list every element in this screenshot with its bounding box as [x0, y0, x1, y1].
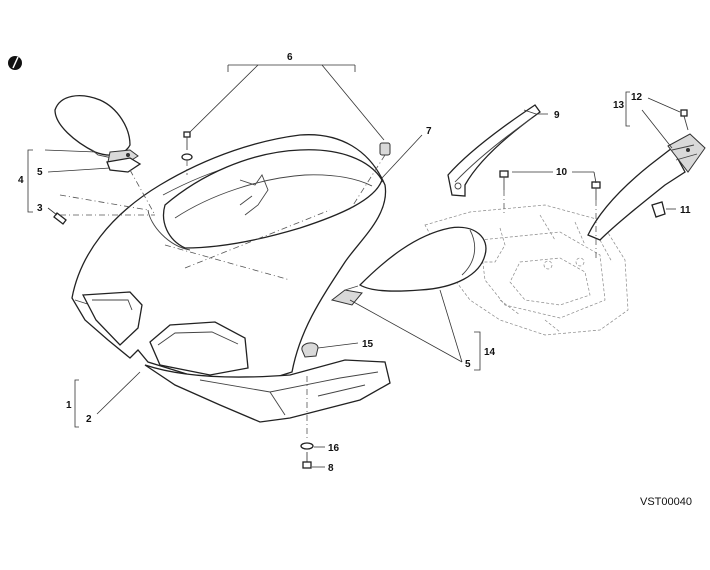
- callout-10: 10: [556, 167, 568, 178]
- fairing-air-intake-right: [149, 321, 249, 376]
- washer-16: [300, 442, 314, 450]
- callout-14: 14: [484, 347, 496, 358]
- leader-lines: [27, 64, 681, 468]
- screw-8: [302, 452, 312, 469]
- callout-16: 16: [328, 443, 340, 454]
- side-trim-bracket: [447, 104, 541, 197]
- air-duct-arm: [587, 133, 706, 241]
- fairing-air-intake-left: [81, 291, 143, 346]
- screw-10-left: [499, 170, 509, 190]
- screw-3: [53, 212, 67, 225]
- callout-6: 6: [287, 52, 293, 63]
- right-rear-view-mirror: [330, 226, 487, 306]
- callout-12: 12: [631, 92, 643, 103]
- screw-6: [181, 131, 193, 161]
- callout-9: 9: [554, 110, 560, 121]
- nut-6: [379, 142, 391, 156]
- callout-1: 1: [66, 400, 72, 411]
- screw-12: [680, 109, 689, 131]
- callout-7: 7: [426, 126, 432, 137]
- callout-3: 3: [37, 203, 43, 214]
- left-rear-view-mirror: [54, 95, 142, 173]
- callout-5-left: 5: [37, 167, 43, 178]
- assembly-lines: [59, 154, 597, 440]
- screw-10-right: [591, 181, 601, 200]
- callout-15: 15: [362, 339, 374, 350]
- fairing-bracket-frame: [424, 204, 629, 336]
- drawing-code: VST00040: [640, 496, 692, 508]
- windscreen: [162, 149, 383, 281]
- callout-4: 4: [18, 175, 24, 186]
- clip-11: [651, 201, 666, 218]
- callout-11: 11: [680, 205, 691, 216]
- callout-2: 2: [86, 414, 92, 425]
- callout-5-right: 5: [465, 359, 471, 370]
- callout-8: 8: [328, 463, 334, 474]
- callout-13: 13: [613, 100, 625, 111]
- rubber-grommet-15: [301, 342, 319, 358]
- page-corner-marker: [8, 56, 22, 70]
- fairing-chin-spoiler: [144, 359, 391, 423]
